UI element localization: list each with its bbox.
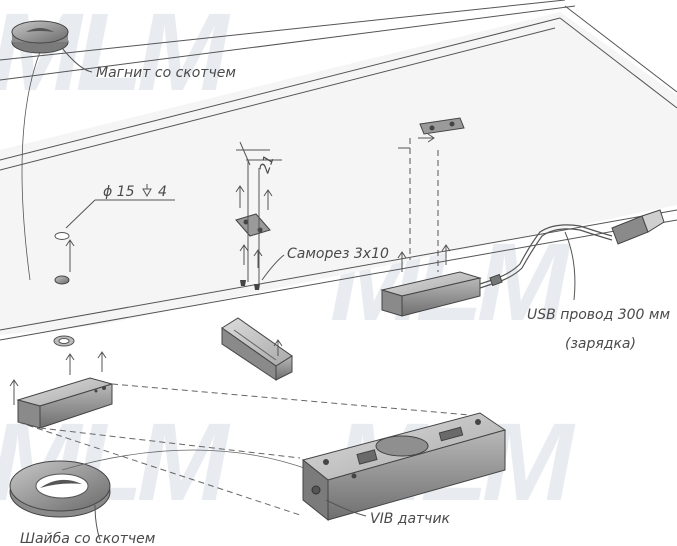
- sensor-middle: [221, 317, 293, 381]
- right-projection: [397, 133, 451, 272]
- usb-plug: [489, 209, 665, 287]
- washer-leader: [94, 504, 101, 541]
- sensor-leader: [325, 499, 367, 517]
- sensor-right: [380, 271, 482, 317]
- washer-path-line: [61, 449, 311, 471]
- usb-sublabel: (зарядка): [565, 336, 636, 352]
- sensor-left: [16, 377, 114, 429]
- usb-leader: [564, 231, 576, 301]
- magnet-disc: [11, 20, 69, 54]
- washer-disc: [9, 460, 111, 518]
- projection-lines: [17, 383, 471, 516]
- right-bracket: [419, 117, 465, 135]
- watermark: MLM: [0, 0, 231, 114]
- furniture-panel: [0, 0, 677, 341]
- dimension-label: 21: [257, 153, 278, 175]
- drill-depth-label: 4: [158, 184, 167, 200]
- screws: [240, 280, 260, 290]
- usb-label: USB провод 300 мм: [527, 307, 670, 323]
- vib-sensor: [301, 412, 507, 522]
- magnet-path-line: [21, 51, 41, 281]
- up-arrow: [65, 239, 75, 272]
- sensor-label: VIB датчик: [370, 511, 451, 527]
- drill-callout: [65, 199, 175, 229]
- washer-small-hole: [58, 338, 70, 344]
- depth-symbol: [142, 184, 152, 198]
- insert-magnet: [54, 275, 70, 285]
- magnet-leader: [61, 47, 93, 73]
- usb-cable: [479, 224, 613, 289]
- screws-label: Саморез 3х10: [287, 246, 389, 262]
- drill-diameter-label: ϕ 15: [103, 184, 135, 200]
- screw-lines: [235, 160, 273, 288]
- screws-leader: [261, 254, 285, 281]
- drill-hole: [54, 232, 70, 240]
- magnet-label: Магнит со скотчем: [96, 65, 236, 81]
- up-arrow: [9, 351, 107, 405]
- washer-label: Шайба со скотчем: [20, 531, 156, 546]
